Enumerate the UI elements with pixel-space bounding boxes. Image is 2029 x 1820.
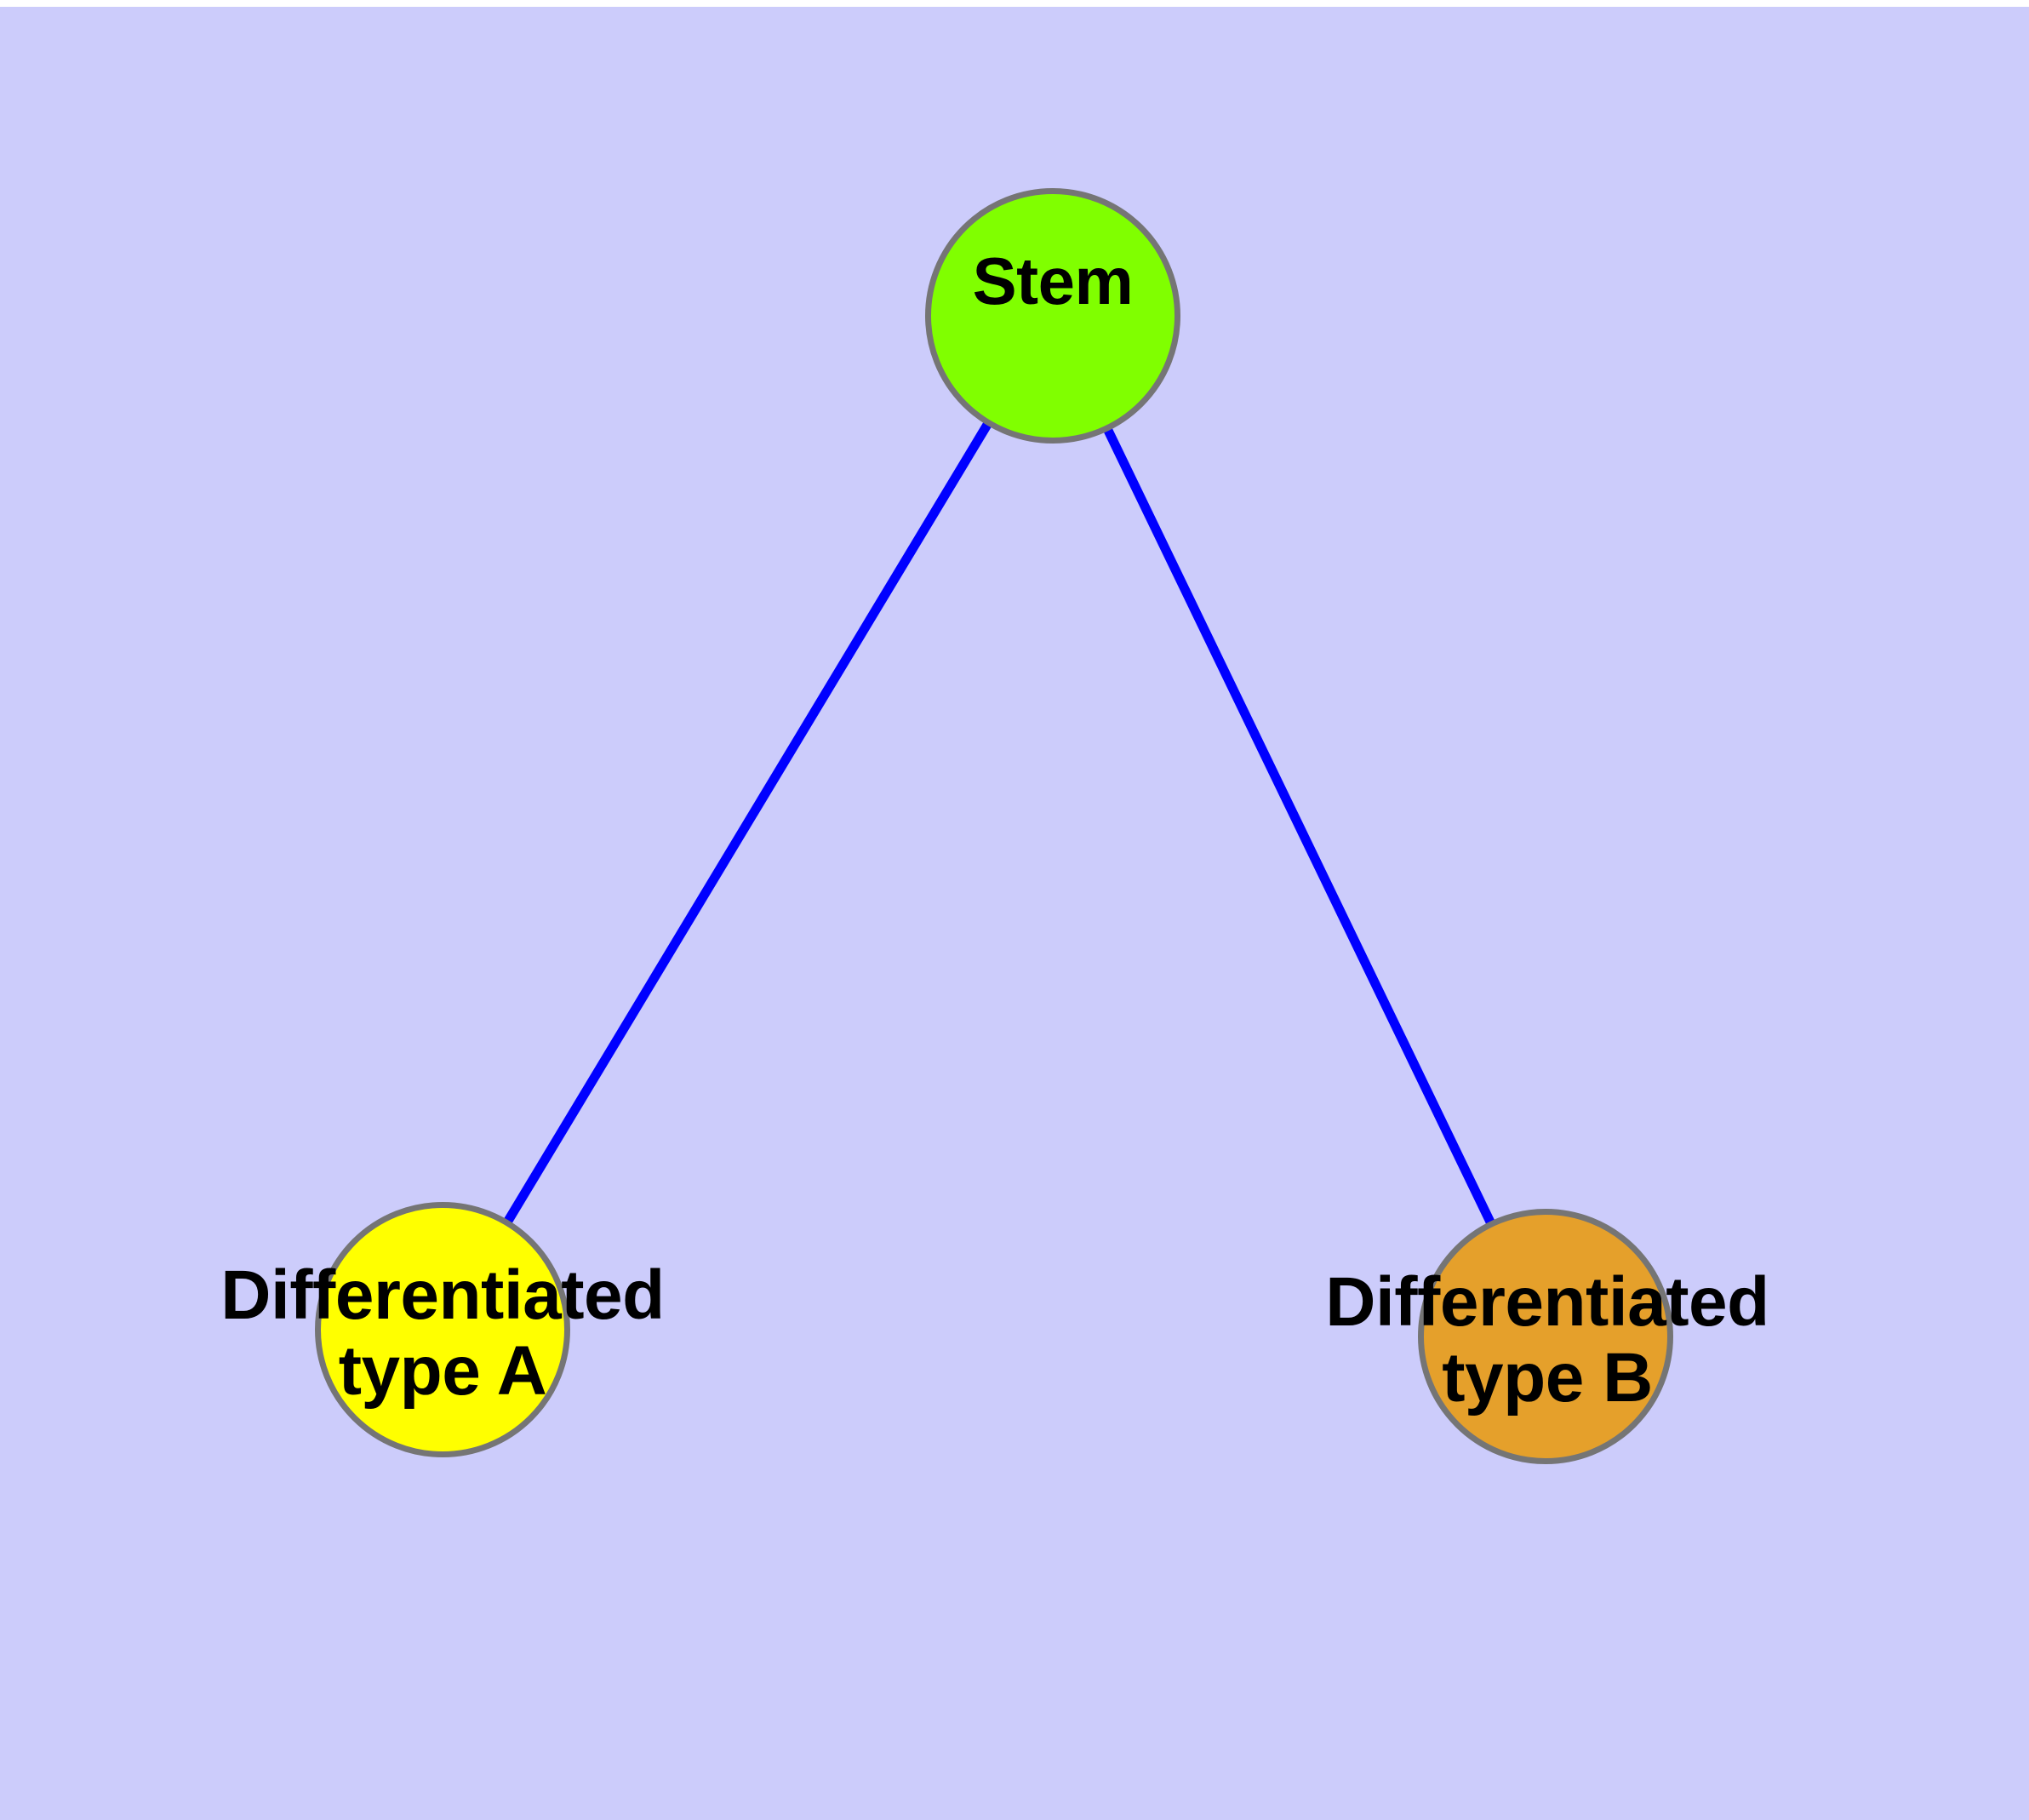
edge-layer xyxy=(438,313,1550,1339)
node-differentiated-type-b[interactable] xyxy=(1418,1209,1673,1464)
edge-stem-to-diff-a[interactable] xyxy=(438,313,1057,1332)
node-stem[interactable] xyxy=(925,188,1180,444)
node-layer xyxy=(315,188,1673,1464)
node-differentiated-type-a[interactable] xyxy=(315,1202,570,1457)
edge-stem-to-diff-b[interactable] xyxy=(1049,313,1550,1339)
